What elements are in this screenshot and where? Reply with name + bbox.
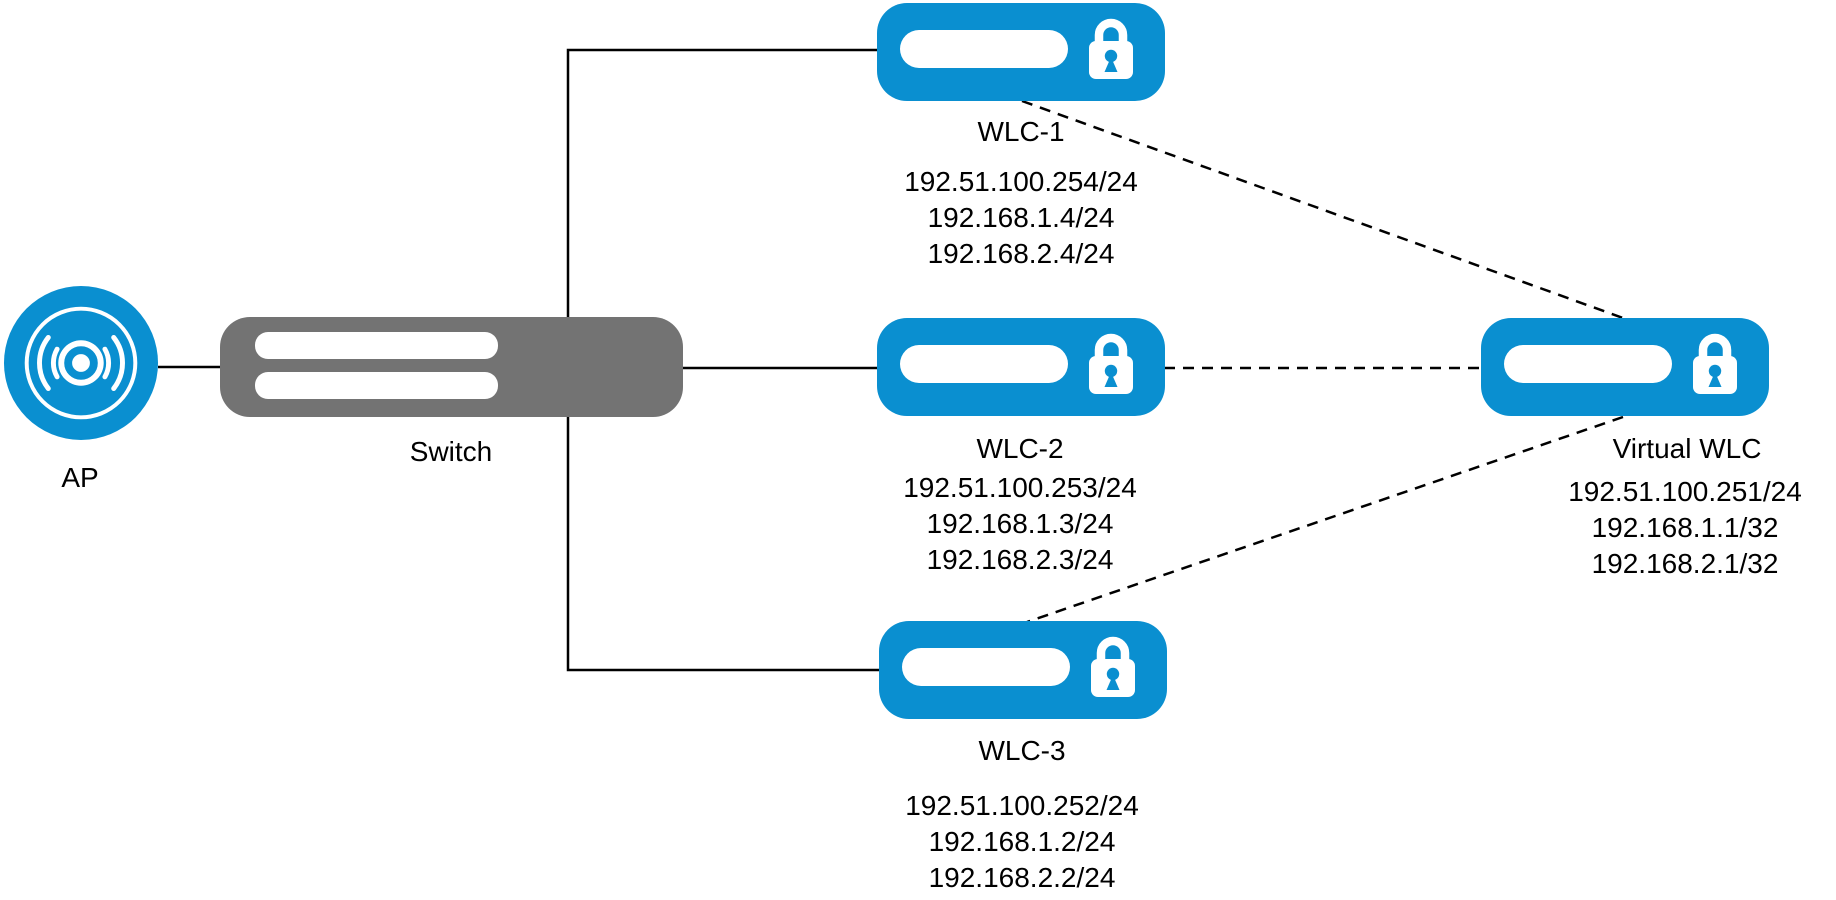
ip-address: 192.168.2.2/24 [928, 862, 1116, 893]
virtual-wlc-label: Virtual WLC [1612, 433, 1762, 464]
edge-wlc1-virtualwlc [1021, 99, 1624, 320]
ip-address: 192.168.1.1/32 [1591, 512, 1779, 543]
ip-address: 192.51.100.253/24 [903, 472, 1137, 503]
ip-address: 192.51.100.251/24 [1568, 476, 1802, 507]
switch-label: Switch [409, 436, 493, 467]
ip-address: 192.168.2.1/32 [1591, 548, 1779, 579]
wlc2-label: WLC-2 [976, 433, 1064, 464]
node-ap [2, 284, 160, 442]
ip-address: 192.51.100.252/24 [905, 790, 1139, 821]
access-point-icon [3, 285, 159, 441]
node-wlc-3 [879, 621, 1167, 719]
ip-address: 192.168.1.2/24 [928, 826, 1116, 857]
wlc-slot-bar [1504, 345, 1672, 383]
switch-slot-bar [255, 332, 498, 359]
node-wlc-1 [877, 3, 1165, 101]
lock-icon [1089, 18, 1133, 79]
wlc-slot-bar [902, 648, 1070, 686]
virtual-wlc-ip-list: 192.51.100.251/24 192.168.1.1/32 192.168… [1568, 474, 1802, 582]
wlc3-ip-list: 192.51.100.252/24 192.168.1.2/24 192.168… [905, 788, 1139, 896]
wlc3-label: WLC-3 [978, 735, 1066, 766]
wlc2-ip-list: 192.51.100.253/24 192.168.1.3/24 192.168… [903, 470, 1137, 578]
wlc1-label: WLC-1 [977, 116, 1065, 147]
ip-address: 192.168.1.3/24 [926, 508, 1114, 539]
wlc-slot-bar [900, 30, 1068, 68]
edge-switch-wlc1 [566, 48, 877, 318]
wlc1-ip-list: 192.51.100.254/24 192.168.1.4/24 192.168… [904, 164, 1138, 272]
ap-label: AP [61, 462, 99, 493]
ip-address: 192.168.2.3/24 [926, 544, 1114, 575]
ip-address: 192.168.1.4/24 [927, 202, 1115, 233]
node-virtual-wlc [1481, 318, 1769, 416]
ip-address: 192.168.2.4/24 [927, 238, 1115, 269]
lock-icon [1091, 636, 1135, 697]
edge-switch-wlc3 [566, 417, 879, 672]
lock-icon [1089, 333, 1133, 394]
node-switch [220, 317, 683, 417]
ip-address: 192.51.100.254/24 [904, 166, 1138, 197]
lock-icon [1693, 333, 1737, 394]
switch-slot-bar [255, 372, 498, 399]
wlc-slot-bar [900, 345, 1068, 383]
edge-wlc3-virtualwlc [1026, 415, 1624, 624]
node-wlc-2 [877, 318, 1165, 416]
